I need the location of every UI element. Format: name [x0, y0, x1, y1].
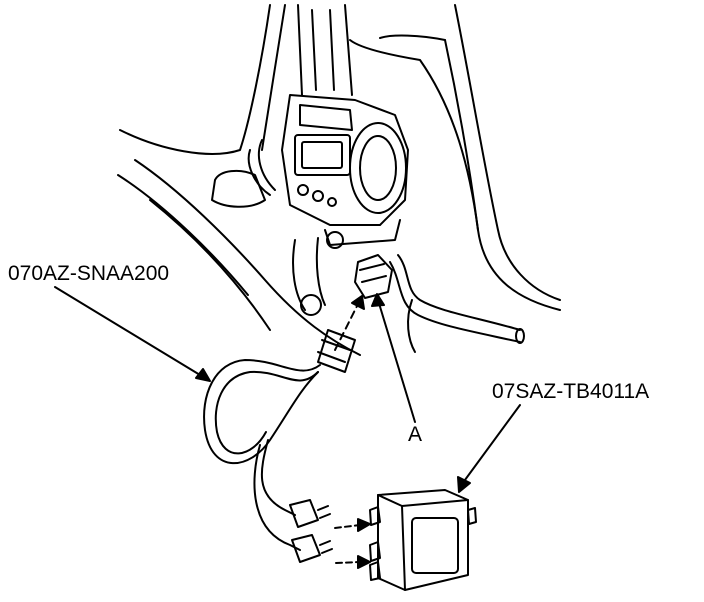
label-tool-07saz: 07SAZ-TB4011A	[492, 380, 650, 403]
connection-arrow	[334, 299, 361, 351]
leader-tool-07saz	[461, 404, 521, 485]
connector-a	[354, 254, 393, 299]
leader-connector-a-head	[371, 293, 385, 307]
label-tool-070az: 070AZ-SNAA200	[8, 262, 170, 285]
anchor-bolt	[292, 237, 326, 316]
body-pillar-trim	[117, 4, 561, 356]
plug-arrow-upper-head	[357, 518, 371, 532]
seat-belt-retractor	[211, 94, 409, 249]
leader-connector-a	[377, 299, 416, 423]
label-connector-a: A	[408, 423, 423, 446]
plug-arrow-lower	[335, 561, 361, 564]
belt-webbing	[297, 4, 353, 96]
leader-tool-070az	[54, 286, 206, 379]
test-plugs	[289, 499, 333, 563]
vehicle-harness	[389, 254, 525, 353]
test-harness-070az	[203, 329, 356, 551]
leader-tool-070az-head	[195, 368, 211, 382]
plug-arrow-upper	[334, 524, 361, 529]
simulator-box-07saz	[369, 489, 477, 591]
connection-arrow-head	[351, 295, 365, 310]
leader-tool-07saz-head	[457, 476, 471, 493]
plug-arrow-lower-head	[357, 555, 371, 569]
